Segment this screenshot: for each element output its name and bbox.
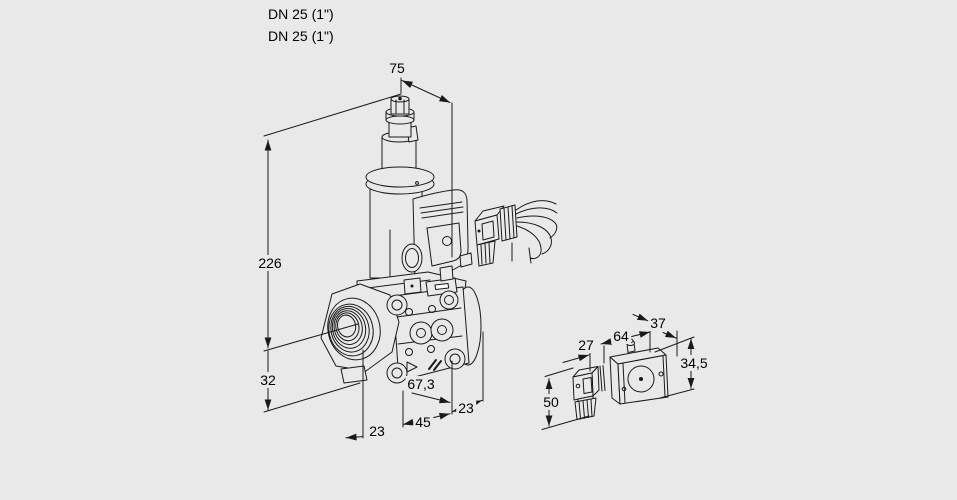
dimension-label-port-spacing: 45 (413, 414, 433, 430)
valve-housing (401, 189, 473, 279)
dimension-label-body-below-centerline: 32 (258, 372, 278, 388)
switch-dimension-lines (541, 313, 695, 430)
plug-wires (511, 200, 558, 264)
dimension-label-switch-height: 34,5 (678, 355, 710, 371)
dimension-label-connector-width: 27 (576, 337, 596, 353)
dimension-label-body-length: 64 (611, 328, 631, 344)
threaded-flange (320, 283, 400, 372)
main-dimension-lines (263, 77, 484, 441)
connection-size-label-1: DN 25 (1") (268, 6, 334, 22)
flow-direction-icon (406, 361, 418, 373)
dimension-label-port-offset-right: 23 (456, 400, 476, 416)
flange-bolts (386, 290, 466, 384)
valve-actuator (365, 95, 435, 279)
connection-size-label-2: DN 25 (1") (268, 28, 334, 44)
valve-body (320, 265, 482, 384)
main-valve-drawing (263, 77, 558, 441)
cable-plug (474, 200, 558, 267)
dimension-label-body-depth: 67,3 (405, 376, 437, 392)
dimension-label-connector-height: 50 (541, 394, 561, 410)
dimension-label-actuator-width: 75 (387, 60, 407, 76)
dimension-label-switch-depth: 37 (648, 315, 668, 331)
dimension-label-port-offset-left: 23 (367, 423, 387, 439)
pressure-taps (409, 318, 454, 345)
dimension-label-overall-height: 226 (256, 255, 284, 271)
